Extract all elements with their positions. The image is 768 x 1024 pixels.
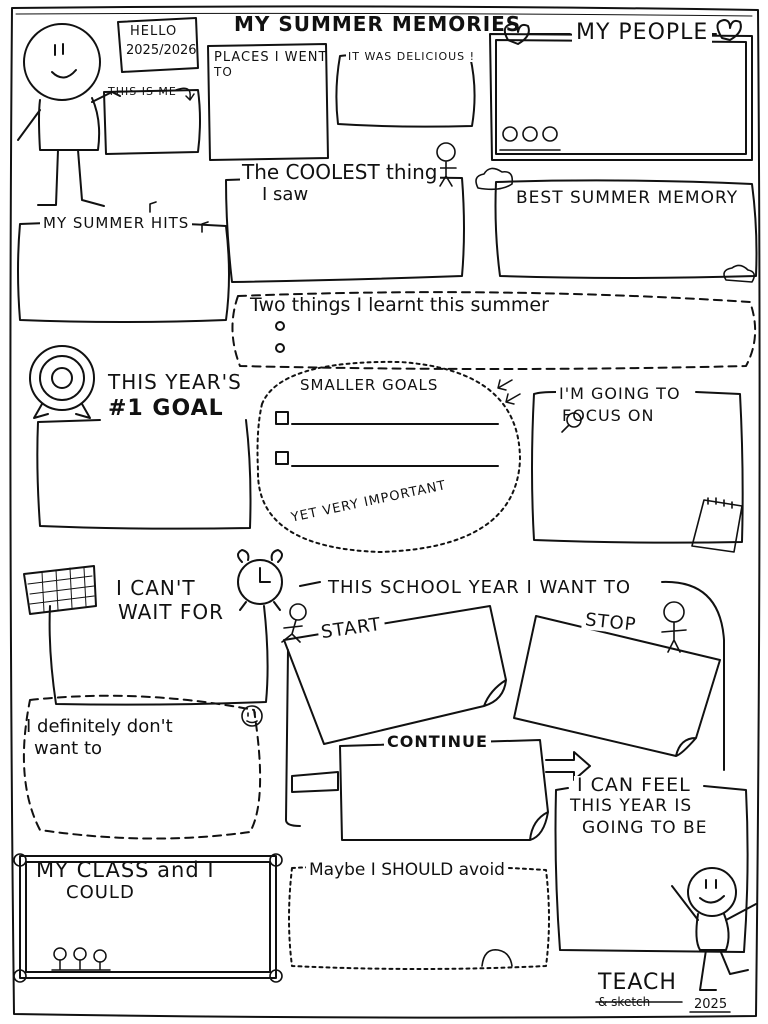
can-feel-line2: THIS YEAR IS (570, 796, 693, 816)
coolest-line2: I saw (262, 184, 309, 205)
dont-want-line1: I definitely don't (26, 716, 173, 737)
start-note (283, 605, 507, 745)
page-title: MY SUMMER MEMORIES (234, 12, 522, 36)
cloud-icon (475, 167, 514, 191)
target-icon (29, 345, 95, 419)
brand-line2: & sketch (598, 995, 651, 1009)
summer-hits-label: MY SUMMER HITS (40, 216, 193, 231)
stop-note (513, 615, 721, 757)
this-is-me-label: THIS IS ME (108, 85, 177, 98)
people-group-icon (499, 126, 561, 151)
cant-wait-line1: I CAN'T (116, 576, 196, 600)
goal-line2: #1 GOAL (108, 396, 224, 421)
hello-line1: HELLO (130, 24, 178, 39)
class-could-line1: MY CLASS and I (36, 858, 215, 882)
focus-line1: I'M GOING TO (556, 386, 684, 402)
smaller-goals-circle (256, 360, 521, 553)
two-things-box (231, 291, 757, 370)
goal-line1: THIS YEAR'S (108, 370, 242, 394)
cloud-icon (723, 264, 756, 283)
smiley-icon (481, 949, 513, 967)
smiley-icon (241, 705, 263, 727)
calendar-icon (23, 565, 97, 615)
stick-figure-icon (671, 867, 757, 991)
arrow-icon (497, 379, 521, 405)
brand-line1: TEACH (598, 970, 677, 995)
focus-box (531, 391, 744, 544)
page-border (9, 5, 761, 1019)
can-feel-box (554, 785, 749, 953)
dont-want-line2: want to (34, 738, 103, 759)
arrow-icon (291, 751, 591, 793)
can-feel-line1: I CAN FEEL (574, 776, 694, 795)
heart-icon (716, 19, 742, 41)
alarm-clock-icon (237, 549, 283, 611)
two-things-label: Two things I learnt this summer (250, 294, 549, 316)
cant-wait-line2: WAIT FOR (118, 600, 224, 624)
smiley-icon (13, 853, 283, 983)
continue-label: CONTINUE (384, 734, 491, 750)
stick-figure-icon (435, 142, 457, 187)
people-group-icon (51, 947, 111, 971)
music-note-icon (149, 201, 209, 233)
avoid-label: Maybe I SHOULD avoid (306, 862, 508, 879)
continue-note (339, 739, 549, 841)
cant-wait-box (48, 605, 269, 706)
this-is-me-box (103, 89, 201, 155)
can-feel-line3: GOING TO BE (582, 818, 708, 838)
focus-line2: FOCUS ON (562, 406, 655, 425)
hello-line2: 2025/2026 (126, 43, 197, 58)
my-people-label: MY PEOPLE (572, 22, 713, 44)
summer-hits-box (17, 221, 230, 323)
smaller-goals-label: SMALLER GOALS (300, 376, 439, 394)
places-line2: TO (214, 65, 233, 79)
stick-figure-icon (17, 23, 121, 207)
school-year-label: THIS SCHOOL YEAR I WANT TO (328, 577, 632, 598)
delicious-label: IT WAS DELICIOUS ! (346, 50, 478, 63)
best-memory-label: BEST SUMMER MEMORY (516, 188, 739, 208)
magnifier-icon (561, 412, 582, 433)
places-line1: PLACES I WENT (214, 50, 328, 65)
notepad-icon (691, 497, 743, 553)
coolest-line1: The COOLEST thing (240, 160, 440, 184)
class-could-box (19, 855, 277, 979)
avoid-box (288, 864, 550, 970)
hello-box (117, 17, 199, 73)
brand-year: 2025 (694, 997, 728, 1012)
stick-figure-icon (281, 603, 307, 643)
stick-figure-icon (661, 601, 687, 653)
dont-want-box (22, 694, 262, 840)
goal-box (36, 419, 252, 530)
places-box (207, 43, 329, 161)
school-year-bracket (285, 580, 725, 827)
delicious-box (335, 53, 476, 128)
class-could-line2: COULD (66, 882, 135, 903)
best-memory-box (494, 179, 758, 279)
